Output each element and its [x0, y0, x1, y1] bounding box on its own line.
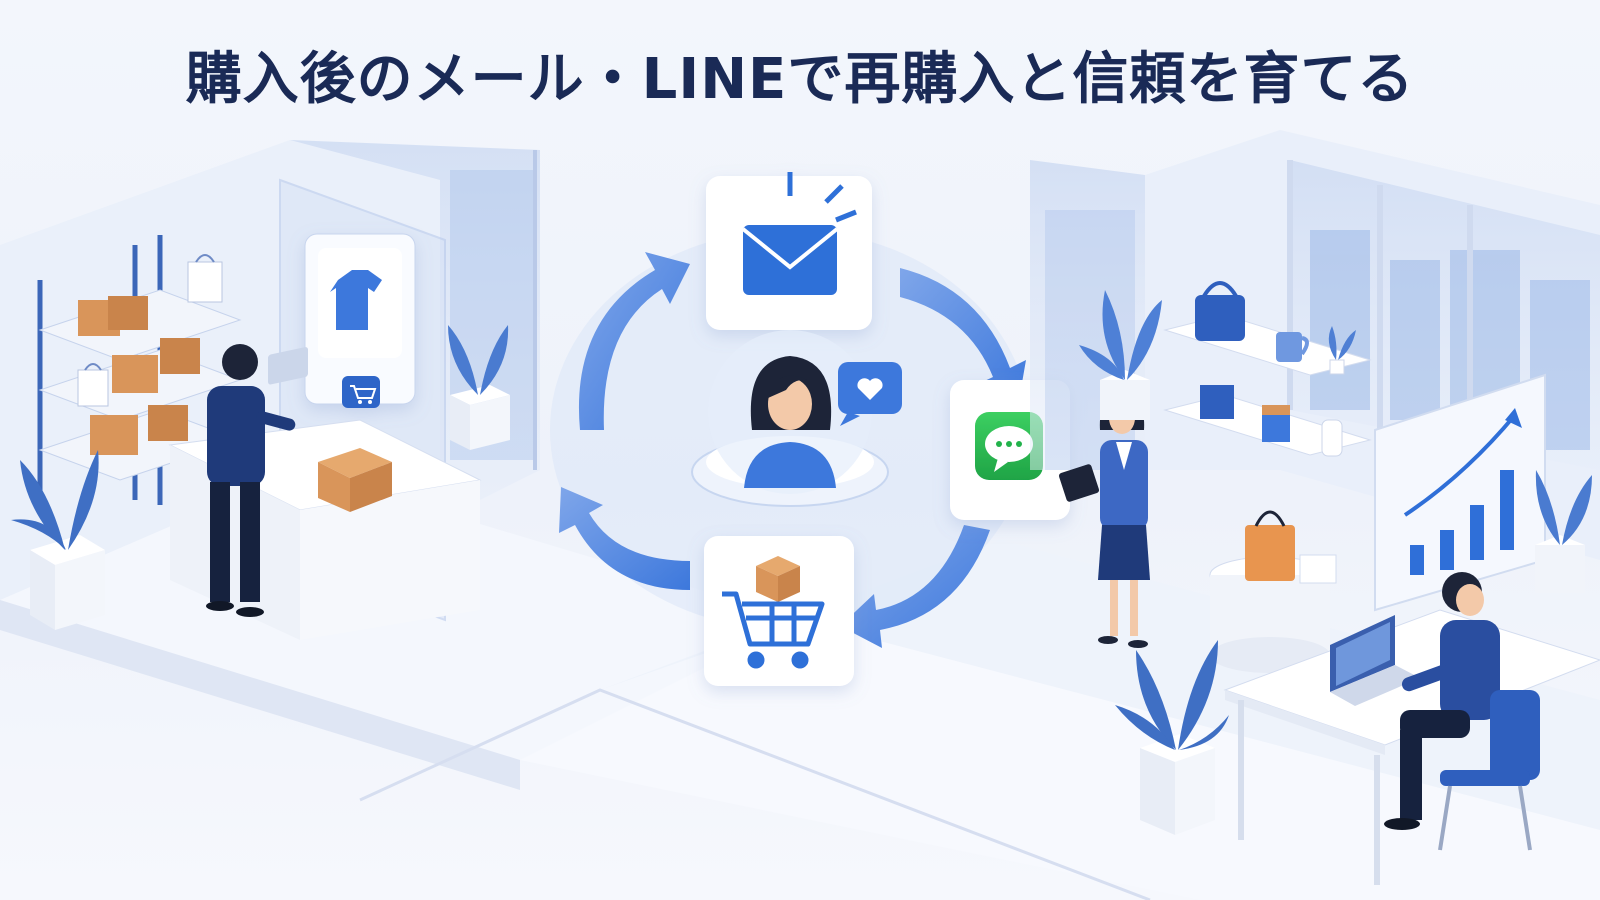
potted-plant-right-bottom	[1115, 640, 1229, 835]
line-chat-icon	[975, 412, 1043, 480]
handbag-icon	[1195, 281, 1245, 341]
heart-bubble-icon	[838, 362, 902, 426]
product-display-panel	[304, 233, 416, 408]
email-card	[706, 172, 872, 330]
cardboard-box-icon	[756, 556, 800, 602]
potted-plant-left	[11, 450, 105, 630]
page-title: 購入後のメール・LINEで再購入と信頼を育てる	[185, 47, 1415, 112]
mug-icon	[1276, 332, 1309, 362]
potted-plant-center-left	[448, 325, 510, 450]
staff-man-left	[206, 344, 296, 617]
round-display-table	[1209, 510, 1337, 673]
customer-avatar-icon	[744, 356, 836, 488]
cart-card	[704, 536, 854, 686]
cardboard-box-icon	[78, 296, 200, 455]
potted-plant-far-right	[1535, 470, 1592, 593]
cycle-arrows	[559, 252, 1026, 648]
growth-chart-icon	[1410, 470, 1514, 575]
shopping-cart-icon	[722, 591, 825, 669]
cart-badge-icon	[342, 376, 380, 408]
display-shelf	[1163, 281, 1372, 457]
packing-counter	[168, 347, 482, 640]
laptop-icon	[1330, 615, 1420, 706]
customer-avatar	[691, 330, 902, 507]
cardboard-box-icon	[318, 448, 392, 512]
envelope-icon	[741, 225, 839, 295]
staff-man-seated	[1384, 572, 1540, 851]
office-chair	[1438, 690, 1540, 851]
storage-shelf	[37, 235, 242, 510]
growth-chart-board	[1374, 373, 1546, 612]
potted-plant-right-top	[1079, 290, 1162, 420]
t-shirt-icon	[330, 270, 382, 330]
